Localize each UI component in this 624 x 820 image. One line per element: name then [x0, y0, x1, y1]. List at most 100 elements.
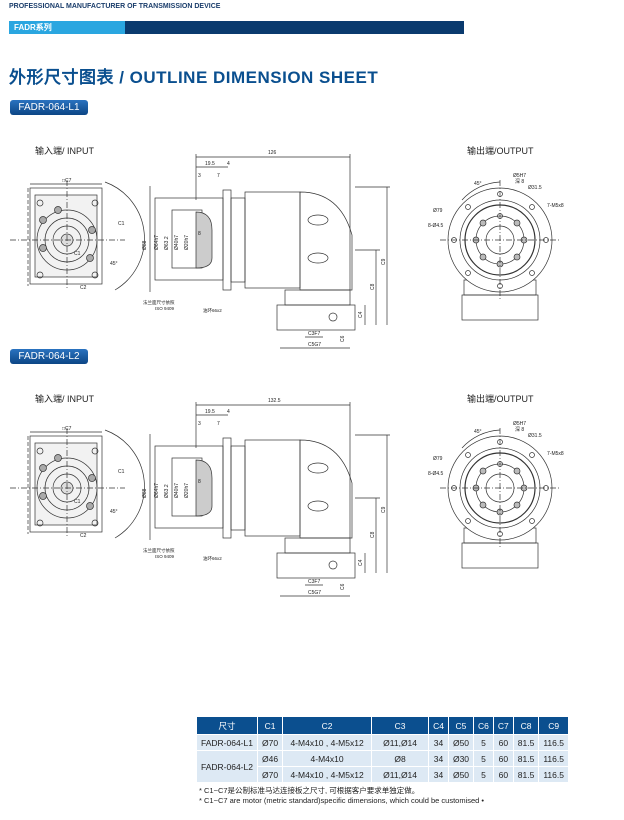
table-cell: Ø50 [448, 734, 475, 751]
table-cell: 34 [428, 734, 449, 751]
dim-3: 3 [198, 173, 201, 179]
dim-c2: C2 [80, 533, 87, 539]
dim-d88: Ø88 [142, 240, 148, 250]
table-cell: 60 [493, 734, 514, 751]
table-cell: 5 [473, 750, 494, 767]
dim-4: 4 [227, 161, 230, 167]
dim-19-5: 19.5 [205, 409, 215, 415]
series-bar: FADR系列 [9, 21, 464, 34]
dim-c8: C8 [370, 283, 376, 290]
table-cell: 34 [428, 750, 449, 767]
output-flange-view: 45° Ø5H7 深 8 Ø31.5 7-M5x8 Ø79 8-Ø4.5 [428, 173, 564, 321]
out-d79: Ø79 [433, 456, 443, 462]
dim-c1: C1 [118, 221, 125, 227]
out-depth: 深 8 [515, 178, 524, 185]
input-flange-view: □C7 C1 C1 45° C2 [10, 178, 145, 291]
dim-8: 8 [198, 479, 201, 485]
dim-length: 132.5 [268, 398, 281, 404]
dim-c1: C1 [118, 469, 125, 475]
col-header: C6 [473, 717, 494, 735]
dim-c3: C3F7 [308, 579, 320, 585]
table-cell: 5 [473, 734, 494, 751]
table-cell: 60 [493, 766, 514, 782]
output-flange-view: 45° Ø5H7 深 8 Ø31.5 7-M5x8 Ø79 8-Ø4.5 [428, 421, 564, 569]
model-badge-l2: FADR-064-L2 [10, 349, 88, 364]
col-header: 尺寸 [197, 717, 258, 735]
table-cell: 81.5 [513, 734, 540, 751]
dim-c7: □C7 [62, 178, 72, 184]
dim-c5: C5G7 [308, 342, 321, 348]
table-cell: 4-M4x10 , 4-M5x12 [282, 766, 373, 782]
input-label: 输入端/ INPUT [35, 393, 95, 404]
col-header: C3 [371, 717, 430, 735]
dim-c9: C9 [381, 506, 387, 513]
table-cell: Ø70 [257, 734, 284, 751]
dim-c2-inner: C1 [74, 499, 81, 505]
output-label: 输出端/OUTPUT [467, 393, 534, 404]
dim-8: 8 [198, 231, 201, 237]
table-cell: 81.5 [513, 750, 540, 767]
table-cell: 5 [473, 766, 494, 782]
dim-3: 3 [198, 421, 201, 427]
out-angle: 45° [474, 181, 482, 187]
dim-d40: Ø40h7 [174, 483, 180, 498]
oring-note: 油环66x2 [203, 307, 222, 314]
dim-4: 4 [227, 409, 230, 415]
model-cell: FADR-064-L1 [197, 734, 258, 751]
input-label: 输入端/ INPUT [35, 145, 95, 156]
model-cell: FADR-064-L2 [197, 750, 258, 782]
dim-angle: 45° [110, 261, 118, 267]
oring-note: 油环66x2 [203, 555, 222, 562]
output-label: 输出端/OUTPUT [467, 145, 534, 156]
col-header: C7 [493, 717, 514, 735]
dim-c7: □C7 [62, 426, 72, 432]
iso-note: ISO 9409 [155, 306, 175, 311]
flange-note: 法兰面尺寸依照 [143, 547, 175, 554]
table-cell: Ø70 [257, 766, 284, 782]
tagline: PROFESSIONAL MANUFACTURER OF TRANSMISSIO… [9, 3, 221, 10]
col-header: C9 [538, 717, 569, 735]
model-badge-l1: FADR-064-L1 [10, 100, 88, 115]
out-d31-5: Ø31.5 [528, 433, 542, 439]
dim-19-5: 19.5 [205, 161, 215, 167]
side-view: 126 19.5 4 3 7 8 Ø88 Ø64h7 Ø63.2 Ø40h7 Ø… [142, 150, 390, 349]
dim-d63-2: Ø63.2 [164, 236, 170, 250]
dim-c3: C3F7 [308, 331, 320, 337]
outline-drawing: 输入端/ INPUT □C7 C1 C1 45° C2 132.5 19.5 4… [10, 393, 564, 597]
table-cell: Ø46 [257, 750, 284, 767]
out-holes: 8-Ø4.5 [428, 223, 444, 229]
drawing-l2: 输入端/ INPUT □C7 C1 C1 45° C2 132.5 19.5 4… [0, 388, 624, 603]
table-cell: 116.5 [538, 734, 569, 751]
dim-c4: C4 [358, 311, 364, 318]
dim-c2-inner: C1 [74, 251, 81, 257]
table-cell: 34 [428, 766, 449, 782]
flange-note: 法兰面尺寸依照 [143, 299, 175, 306]
dim-c2: C2 [80, 285, 87, 291]
dim-angle: 45° [110, 509, 118, 515]
dim-c4: C4 [358, 559, 364, 566]
table-cell: 116.5 [538, 750, 569, 767]
dim-d20: Ø20h7 [184, 483, 190, 498]
col-header: C4 [428, 717, 449, 735]
col-header: C5 [448, 717, 475, 735]
dim-c6: C6 [340, 335, 346, 342]
dim-d64: Ø64h7 [154, 235, 160, 250]
table-cell: Ø30 [448, 750, 475, 767]
dim-d88: Ø88 [142, 488, 148, 498]
table-cell: 4-M4x10 [282, 750, 373, 767]
out-holes: 8-Ø4.5 [428, 471, 444, 477]
drawing-l1: 输入端/ INPUT □C7 C1 C1 45° C2 126 19.5 4 3… [0, 140, 624, 355]
table-header-row: 尺寸 C1 C2 C3 C4 C5 C6 C7 C8 C9 [197, 717, 569, 735]
table-cell: 4-M4x10 , 4-M5x12 [282, 734, 373, 751]
table-cell: 81.5 [513, 766, 540, 782]
col-header: C1 [257, 717, 284, 735]
dim-d40: Ø40h7 [174, 235, 180, 250]
table-cell: 60 [493, 750, 514, 767]
dim-d64: Ø64h7 [154, 483, 160, 498]
dim-c8: C8 [370, 531, 376, 538]
table-cell: Ø11,Ø14 [371, 766, 430, 782]
table-cell: Ø11,Ø14 [371, 734, 430, 751]
out-d31-5: Ø31.5 [528, 185, 542, 191]
